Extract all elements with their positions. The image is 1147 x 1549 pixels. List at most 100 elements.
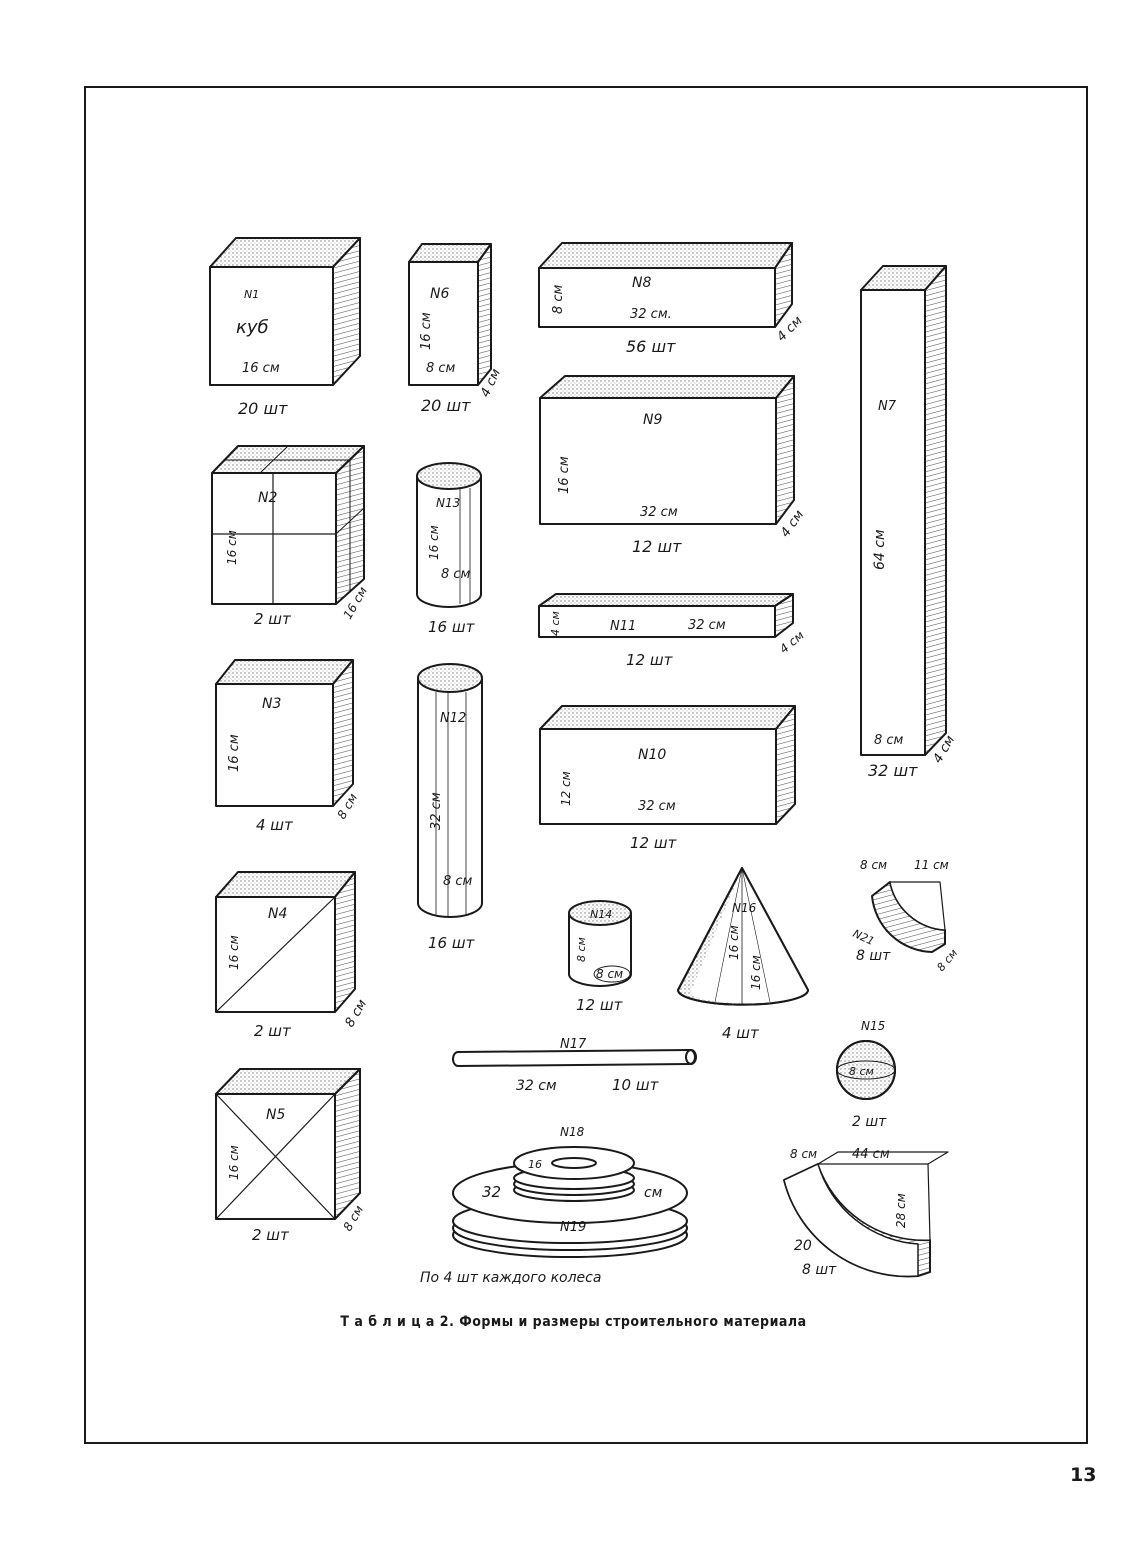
n16-dim-0: 16 см [727,925,741,960]
n21-dim-1: 11 см [914,858,949,872]
n18-id: N18 [560,1125,585,1139]
n2-qty: 2 шт [254,610,292,628]
n20-dim-2: 28 см [894,1193,908,1228]
n12-qty: 16 шт [428,934,476,952]
shape-n13-cylinder: N13 16 см 8 см 16 шт [416,462,482,636]
n19-id: N19 [560,1220,586,1235]
n3-qty: 4 шт [256,816,294,834]
n8-dim-1: 32 см. [630,307,672,322]
n4-dim-1: 8 см [342,997,370,1030]
n5-id: N5 [266,1107,285,1123]
n15-qty: 2 шт [852,1114,887,1130]
n1-name: куб [236,317,269,338]
n9-id: N9 [643,412,662,428]
shape-n15-sphere: N15 8 см 2 шт [836,1019,896,1130]
shape-n7-beam: N7 64 см 8 см 4 см 32 шт [860,265,958,780]
n10-qty: 12 шт [630,834,678,852]
n7-id: N7 [878,399,897,414]
n13-dim-0: 16 см [427,525,441,560]
n9-dim-1: 32 см [640,505,678,520]
n20-dim-1: 44 см [852,1147,890,1162]
n12-dim-0: 32 см [429,792,444,830]
n10-dim-0: 12 см [559,771,573,806]
n6-dim-1: 8 см [426,361,456,376]
shape-n3-block: N3 16 см 8 см 4 шт [215,659,360,834]
n3-dim-0: 16 см [227,734,242,772]
shape-n21-arch: 8 см 11 см N21 8 шт 8 см [851,858,961,974]
n8-id: N8 [632,275,651,291]
n15-id: N15 [861,1019,885,1033]
n8-dim-0: 8 см [551,284,566,314]
shape-n18-n19-wheels: N18 16 32 см N19 По 4 шт каждого колеса [420,1125,688,1286]
n13-dim-1: 8 см [441,567,471,582]
n14-dim-1: 8 см [596,967,623,981]
n11-id: N11 [610,619,636,634]
n21-id: N21 [851,927,877,948]
shape-n5-block: N5 16 см 8 см 2 шт [215,1068,366,1244]
n11-dim-0: 4 см [549,611,562,636]
n4-id: N4 [268,906,287,922]
n2-dim-0: 16 см [225,530,239,565]
n10-id: N10 [638,747,666,763]
n14-qty: 12 шт [576,996,624,1014]
shape-n2-cube: N2 16 см 16 см 2 шт [211,445,370,628]
shape-n16-cone: N16 16 см 16 см 4 шт [677,867,809,1042]
n17-id: N17 [560,1037,587,1052]
n17-qty: 10 шт [612,1076,660,1094]
shape-n4-block: N4 16 см 8 см 2 шт [215,871,370,1040]
n10-dim-1: 32 см [638,799,676,814]
shape-n10-block: N10 12 см 32 см 12 шт [539,705,796,852]
n5-dim-0: 16 см [227,1145,241,1180]
n1-id: N1 [244,288,259,301]
n12-dim-1: 8 см [443,874,473,889]
n9-dim-0: 16 см [557,456,572,494]
n6-dim-0: 16 см [419,312,434,350]
n13-qty: 16 шт [428,618,476,636]
shape-n1-cube: N1 куб 16 см 20 шт [209,237,361,418]
n4-dim-0: 16 см [227,935,241,970]
n16-id: N16 [732,901,757,915]
n16-dim-1: 16 см [749,955,763,990]
n18-dim-2: см [644,1185,663,1201]
n21-qty: 8 шт [856,948,891,964]
n7-dim-1: 8 см [874,733,904,748]
n20-dim-3: 20 [794,1238,812,1254]
n11-dim-1: 32 см [688,618,726,633]
n18-dim-1: 32 [482,1183,501,1201]
shape-n17-rod: N17 32 см 10 шт [452,1037,697,1094]
n7-qty: 32 шт [868,761,918,780]
n20-dim-0: 8 см [790,1147,817,1161]
page-number: 13 [1070,1464,1097,1486]
n20-qty: 8 шт [802,1262,837,1278]
shape-n20-arch: 8 см 44 см 28 см 20 8 шт [783,1147,949,1278]
n14-dim-0: 8 см [575,937,588,962]
n21-dim-2: 8 см [934,947,960,974]
shape-n12-cylinder: N12 32 см 8 см 16 шт [417,663,483,952]
n13-id: N13 [436,496,460,510]
shape-n6-block: N6 16 см 8 см 4 см 20 шт [408,243,504,415]
n4-qty: 2 шт [254,1022,292,1040]
page-frame [84,86,1088,1444]
n3-id: N3 [262,696,281,712]
n15-dim-0: 8 см [849,1065,874,1078]
n1-dim-0: 16 см [242,361,280,376]
n2-id: N2 [258,490,277,506]
n12-id: N12 [440,711,466,726]
n6-qty: 20 шт [421,396,471,415]
shape-n11-strip: 4 см N11 32 см 4 см 12 шт [538,593,807,669]
n9-qty: 12 шт [632,537,682,556]
shape-n14-cylinder: N14 8 см 8 см 12 шт [568,900,632,1014]
n6-id: N6 [430,286,449,302]
n5-qty: 2 шт [252,1226,290,1244]
n18-dim-0: 16 [528,1158,542,1171]
shape-n9-block: N9 16 см 32 см 4 см 12 шт [539,375,807,556]
n1-qty: 20 шт [238,399,288,418]
n7-dim-0: 64 см [872,529,888,570]
n11-qty: 12 шт [626,651,674,669]
n14-id: N14 [590,908,612,921]
shape-n8-plank: N8 8 см 32 см. 4 см 56 шт [538,242,806,356]
wheels-qty: По 4 шт каждого колеса [420,1270,601,1286]
figure-caption: Т а б л и ц а 2. Формы и размеры строите… [340,1314,807,1330]
n21-dim-0: 8 см [860,858,887,872]
